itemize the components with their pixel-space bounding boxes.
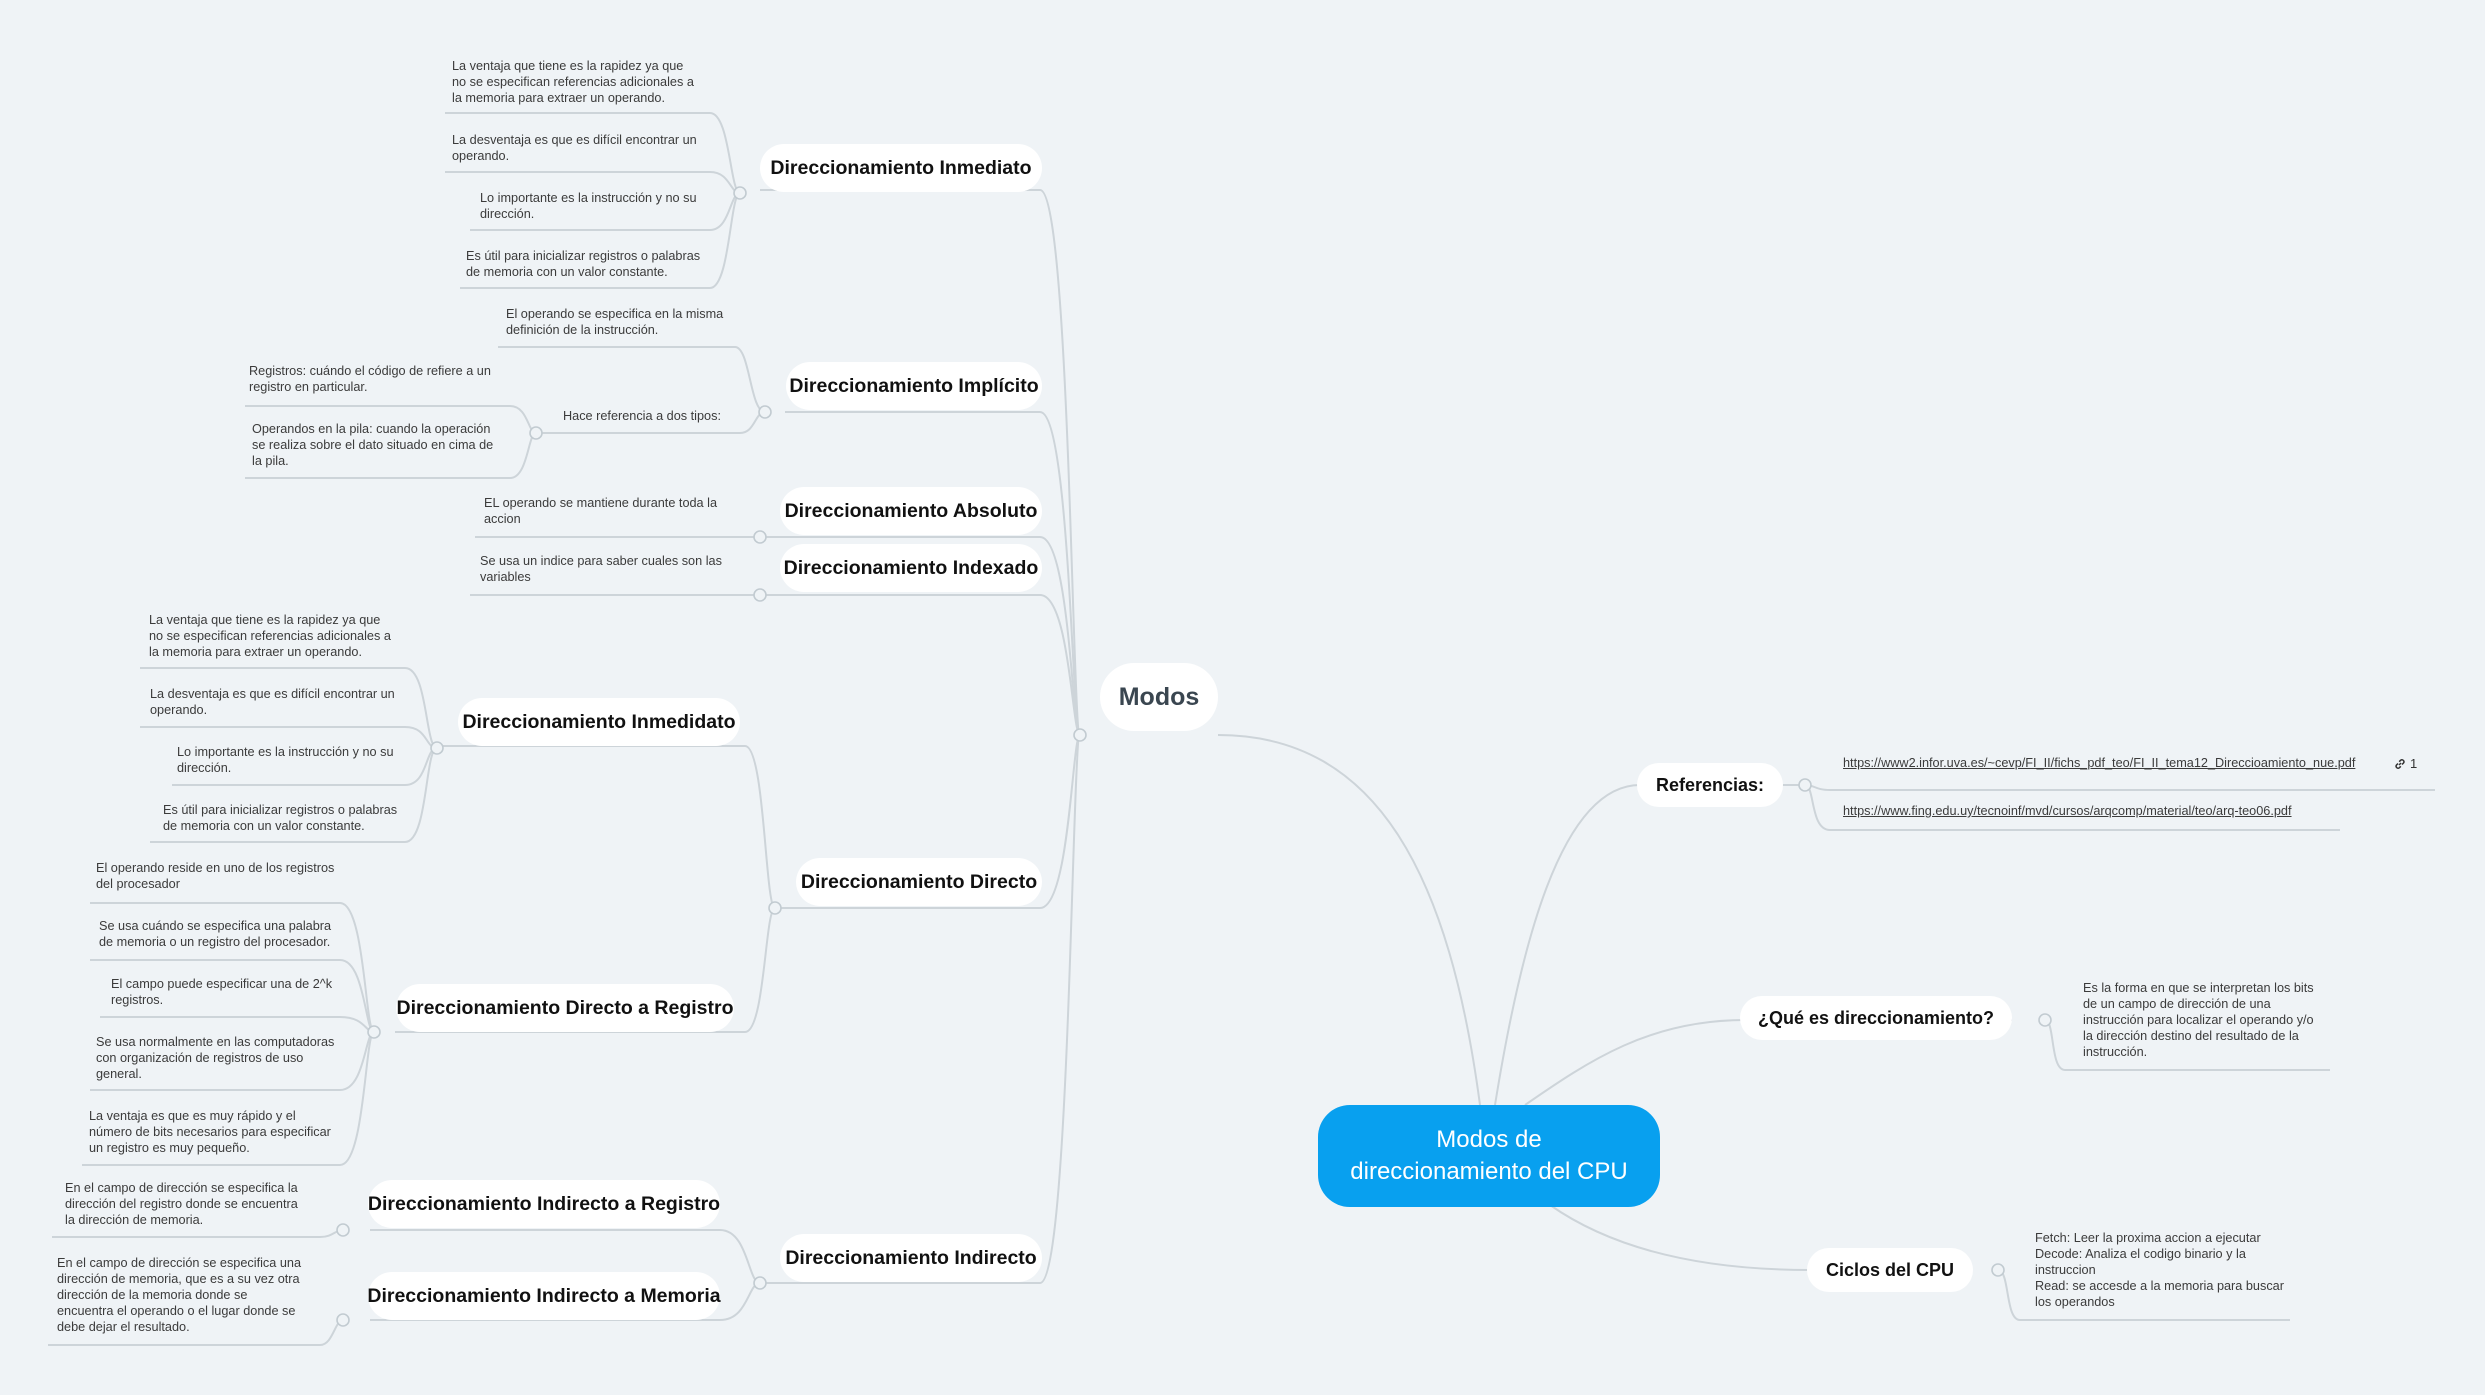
note-directo-inmediato-desventaja: La desventaja es que es difícil encontra… [150, 687, 395, 717]
topic-indirecto[interactable]: Direccionamiento Indirecto [780, 1234, 1042, 1282]
topic-indirecto-memoria[interactable]: Direccionamiento Indirecto a Memoria [367, 1272, 721, 1320]
note-ciclos: Fetch: Leer la proxima accion a ejecutar… [2035, 1231, 2284, 1309]
topic-directo-registro[interactable]: Direccionamiento Directo a Registro [396, 984, 734, 1032]
note-inmediato-desventaja: La desventaja es que es difícil encontra… [452, 133, 697, 163]
topic-ciclos-label: Ciclos del CPU [1825, 1259, 1955, 1280]
topic-implicito-label: Direccionamiento Implícito [789, 374, 1039, 397]
note-inmediato-importante: Lo importante es la instrucción y no su … [480, 191, 697, 221]
note-registro-uso: Se usa normalmente en las computadoras c… [96, 1035, 335, 1081]
link-count-badge[interactable]: 1 [2393, 756, 2417, 771]
note-directo-inmediato-util: Es útil para inicializar registros o pal… [163, 803, 398, 833]
topic-referencias-label: Referencias: [1655, 774, 1765, 795]
link-count: 1 [2410, 756, 2418, 771]
central-topic-label: Modos de direccionamiento del CPU [1350, 1126, 1628, 1185]
topic-absoluto-label: Direccionamiento Absoluto [784, 499, 1038, 522]
topic-absoluto[interactable]: Direccionamiento Absoluto [780, 487, 1042, 535]
note-implicito-registros: Registros: cuándo el código de refiere a… [249, 364, 491, 394]
topic-indirecto-registro-label: Direccionamiento Indirecto a Registro [367, 1192, 721, 1215]
topic-modos-label: Modos [1118, 682, 1200, 711]
link-fing[interactable]: https://www.fing.edu.uy/tecnoinf/mvd/cur… [1843, 804, 2292, 818]
topic-que-es-label: ¿Qué es direccionamiento? [1757, 1007, 1995, 1028]
topic-que-es[interactable]: ¿Qué es direccionamiento? [1740, 996, 2012, 1040]
note-registro-campo: El campo puede especificar una de 2^k re… [111, 977, 333, 1007]
topic-directo-registro-label: Direccionamiento Directo a Registro [396, 996, 734, 1019]
note-directo-inmediato-importante: Lo importante es la instrucción y no su … [177, 745, 394, 775]
subtopic-dos-tipos[interactable]: Hace referencia a dos tipos: [563, 409, 721, 423]
note-indexado: Se usa un indice para saber cuales son l… [480, 554, 722, 584]
link-icon [2395, 758, 2405, 769]
note-implicito-operando: El operando se especifica en la misma de… [506, 307, 724, 337]
topic-directo-inmediato[interactable]: Direccionamiento Inmedidato [458, 698, 740, 746]
note-inmediato-ventaja: La ventaja que tiene es la rapidez ya qu… [452, 59, 694, 105]
note-inmediato-util: Es útil para inicializar registros o pal… [466, 249, 701, 279]
topic-directo[interactable]: Direccionamiento Directo [796, 858, 1042, 906]
topic-inmediato[interactable]: Direccionamiento Inmediato [760, 144, 1042, 192]
topic-ciclos[interactable]: Ciclos del CPU [1807, 1248, 1973, 1292]
topic-directo-label: Direccionamiento Directo [800, 870, 1038, 893]
note-indirecto-memoria: En el campo de dirección se especifica u… [57, 1256, 302, 1334]
central-topic[interactable]: Modos de direccionamiento del CPU [1318, 1105, 1660, 1207]
note-registro-reside: El operando reside en uno de los registr… [96, 861, 335, 891]
topic-referencias[interactable]: Referencias: [1637, 763, 1783, 807]
note-que-es: Es la forma en que se interpretan los bi… [2083, 981, 2314, 1059]
topic-indexado[interactable]: Direccionamiento Indexado [780, 544, 1042, 592]
topic-implicito[interactable]: Direccionamiento Implícito [786, 362, 1042, 410]
topic-indirecto-registro[interactable]: Direccionamiento Indirecto a Registro [368, 1180, 720, 1228]
topic-directo-inmediato-label: Direccionamiento Inmedidato [462, 710, 736, 733]
topic-indirecto-label: Direccionamiento Indirecto [785, 1246, 1037, 1269]
topic-inmediato-label: Direccionamiento Inmediato [770, 156, 1032, 179]
link-uva[interactable]: https://www2.infor.uva.es/~cevp/FI_II/fi… [1843, 756, 2356, 770]
note-registro-ventaja: La ventaja es que es muy rápido y el núm… [89, 1109, 331, 1155]
topic-indirecto-memoria-label: Direccionamiento Indirecto a Memoria [367, 1284, 721, 1307]
note-absoluto: EL operando se mantiene durante toda la … [484, 496, 718, 526]
topic-indexado-label: Direccionamiento Indexado [783, 556, 1039, 579]
note-directo-inmediato-ventaja: La ventaja que tiene es la rapidez ya qu… [149, 613, 391, 659]
note-indirecto-registro: En el campo de dirección se especifica l… [65, 1181, 298, 1227]
note-implicito-pila: Operandos en la pila: cuando la operació… [252, 422, 494, 468]
note-registro-palabra: Se usa cuándo se especifica una palabra … [99, 919, 332, 949]
topic-modos[interactable]: Modos [1100, 663, 1218, 731]
